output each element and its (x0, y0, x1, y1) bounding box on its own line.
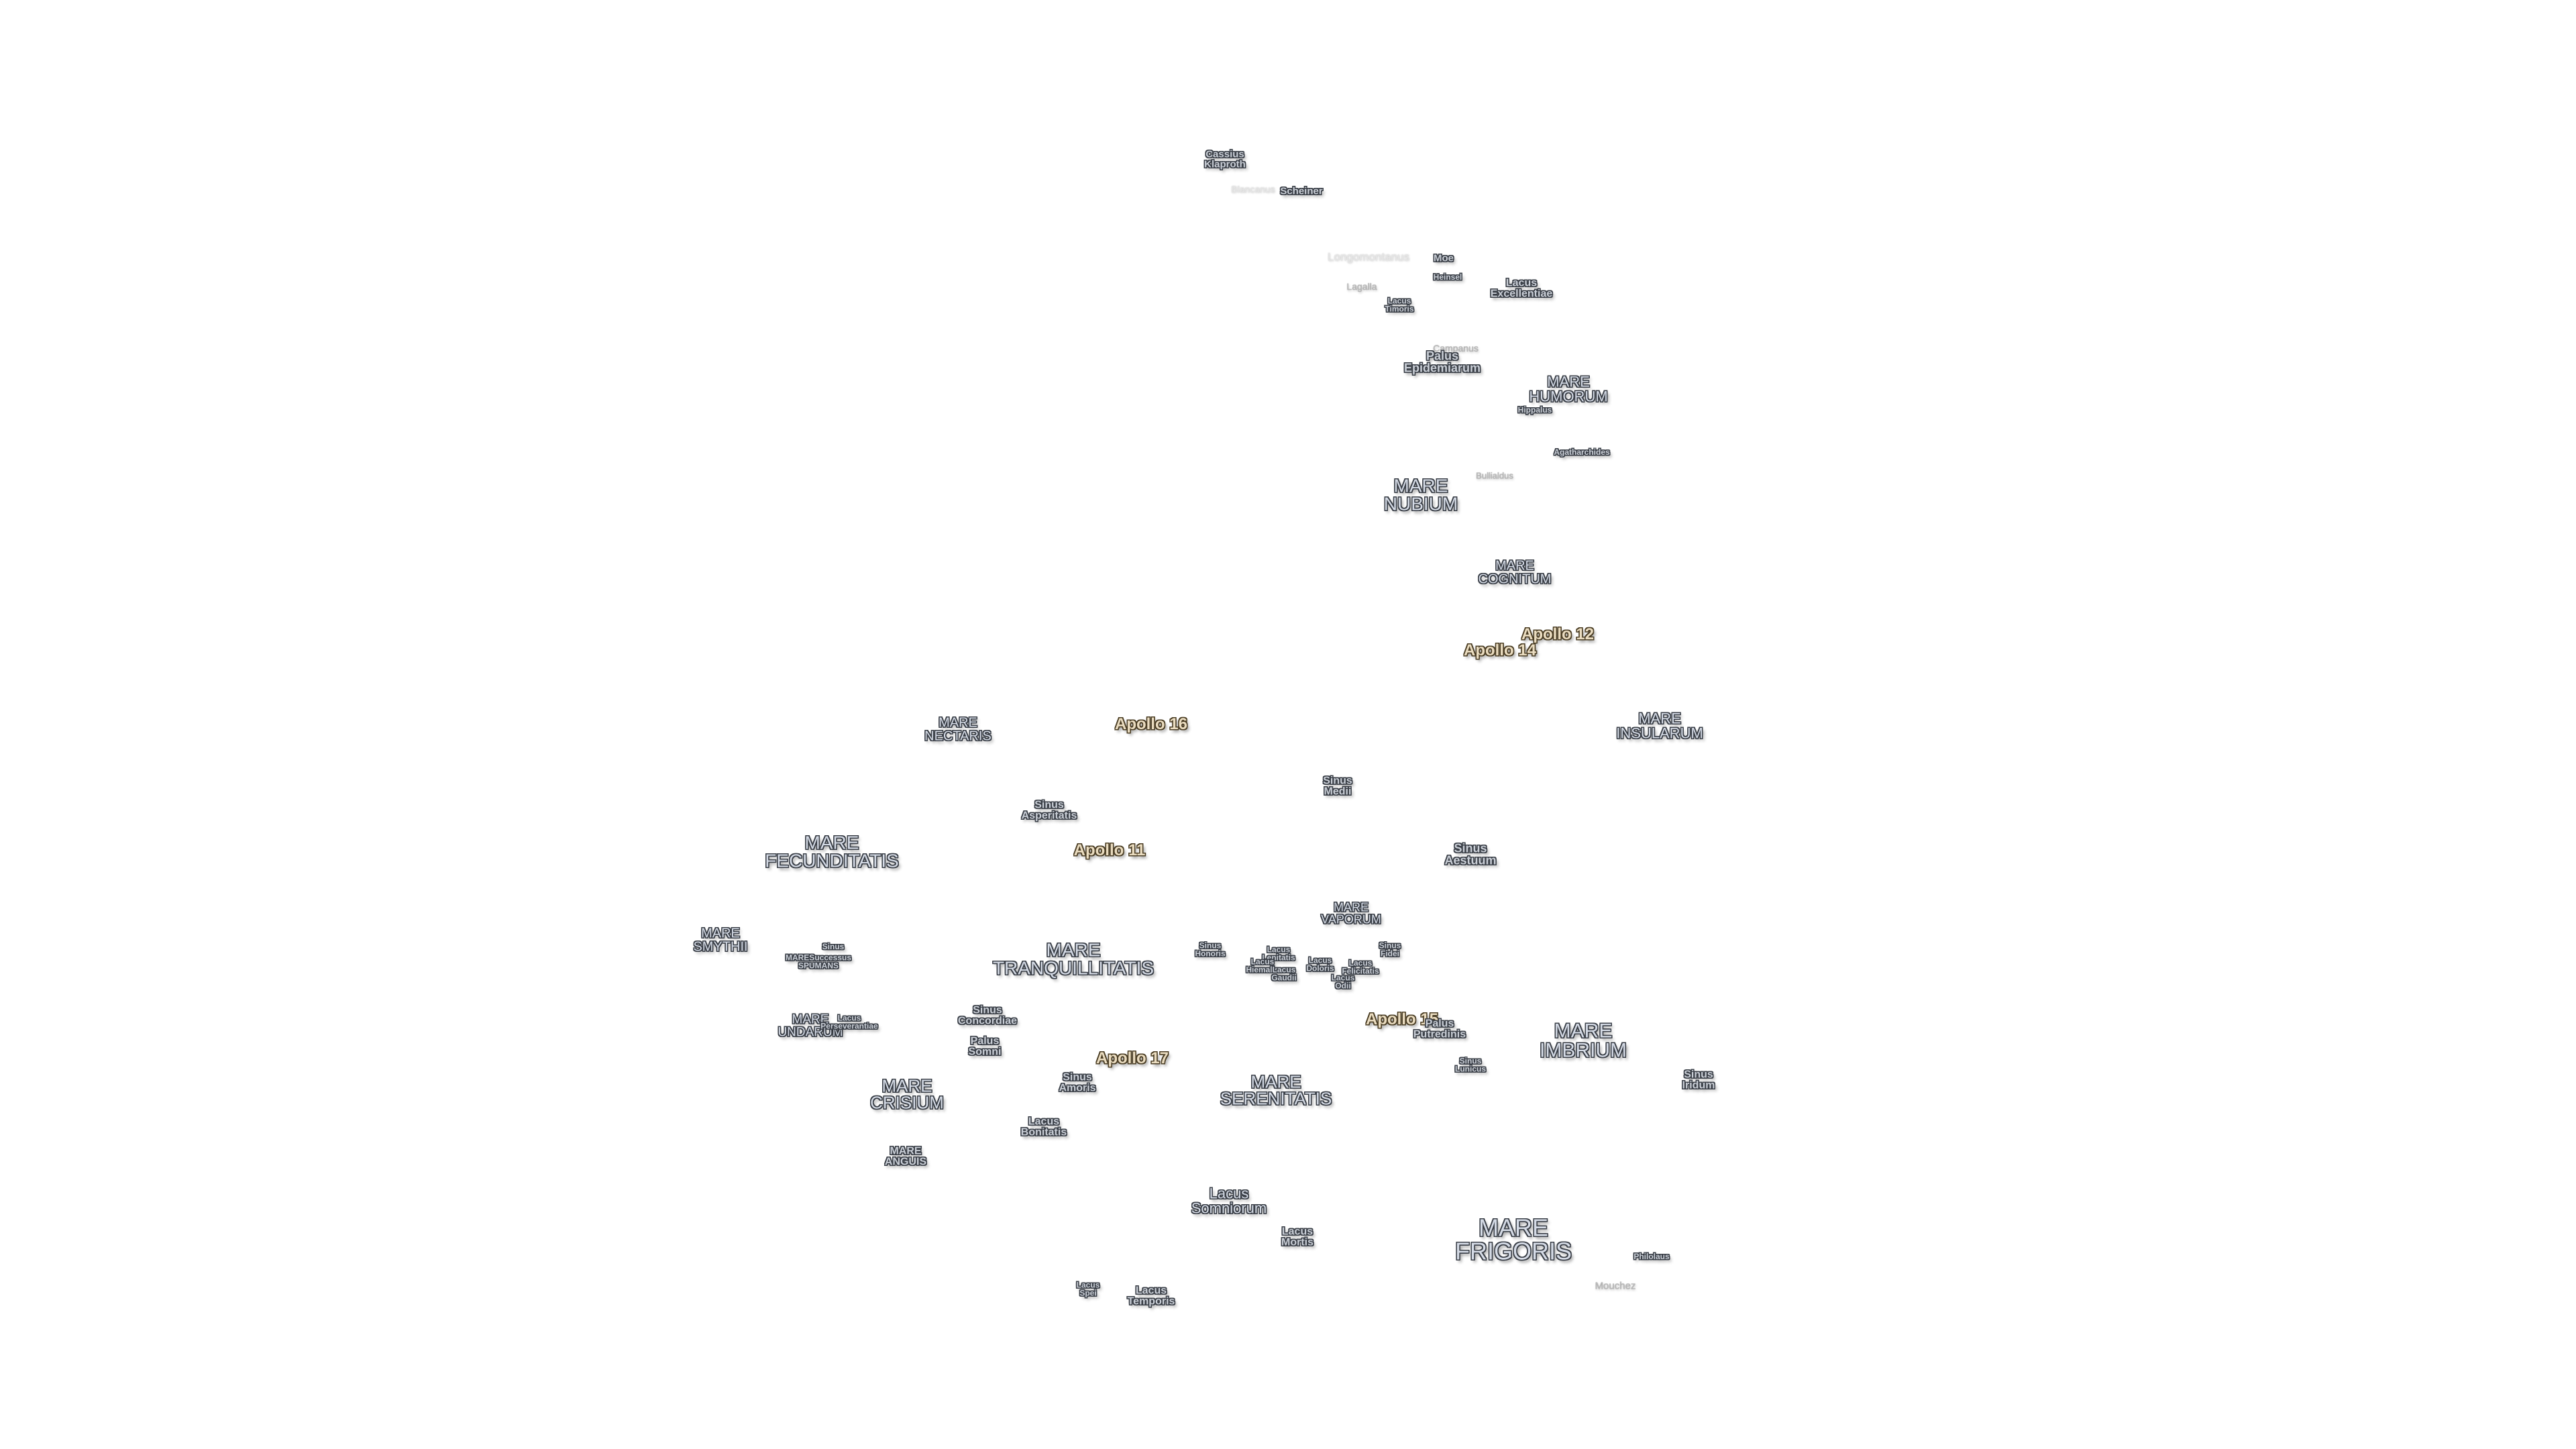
label-scheiner: Scheiner (1280, 185, 1323, 197)
label-apollo-12: Apollo 12 (1521, 625, 1595, 644)
label-apollo-17: Apollo 17 (1095, 1049, 1169, 1068)
label-apollo-14: Apollo 14 (1463, 641, 1537, 660)
label-apollo-16: Apollo 16 (1114, 715, 1188, 734)
label-moe: Moe (1434, 252, 1454, 264)
label-campanus: Campanus (1433, 343, 1479, 354)
label-blancanus: Blancanus (1231, 184, 1275, 195)
label-heinsel: Heinsel (1433, 272, 1462, 282)
label-agatharchides: Agatharchides (1554, 447, 1610, 458)
label-apollo-11: Apollo 11 (1073, 841, 1146, 860)
label-apollo-15: Apollo 15 (1365, 1010, 1439, 1029)
label-philolaus: Philolaus (1633, 1252, 1670, 1262)
label-lagalla: Lagalla (1346, 281, 1377, 292)
label-bullialdus: Bullialdus (1476, 470, 1513, 481)
label-sinus-successus: Sinus (822, 942, 845, 952)
label-hippalus: Hippalus (1517, 405, 1552, 415)
label-longomontanus: Longomontanus (1328, 250, 1409, 264)
label-mouchez: Mouchez (1595, 1280, 1636, 1292)
